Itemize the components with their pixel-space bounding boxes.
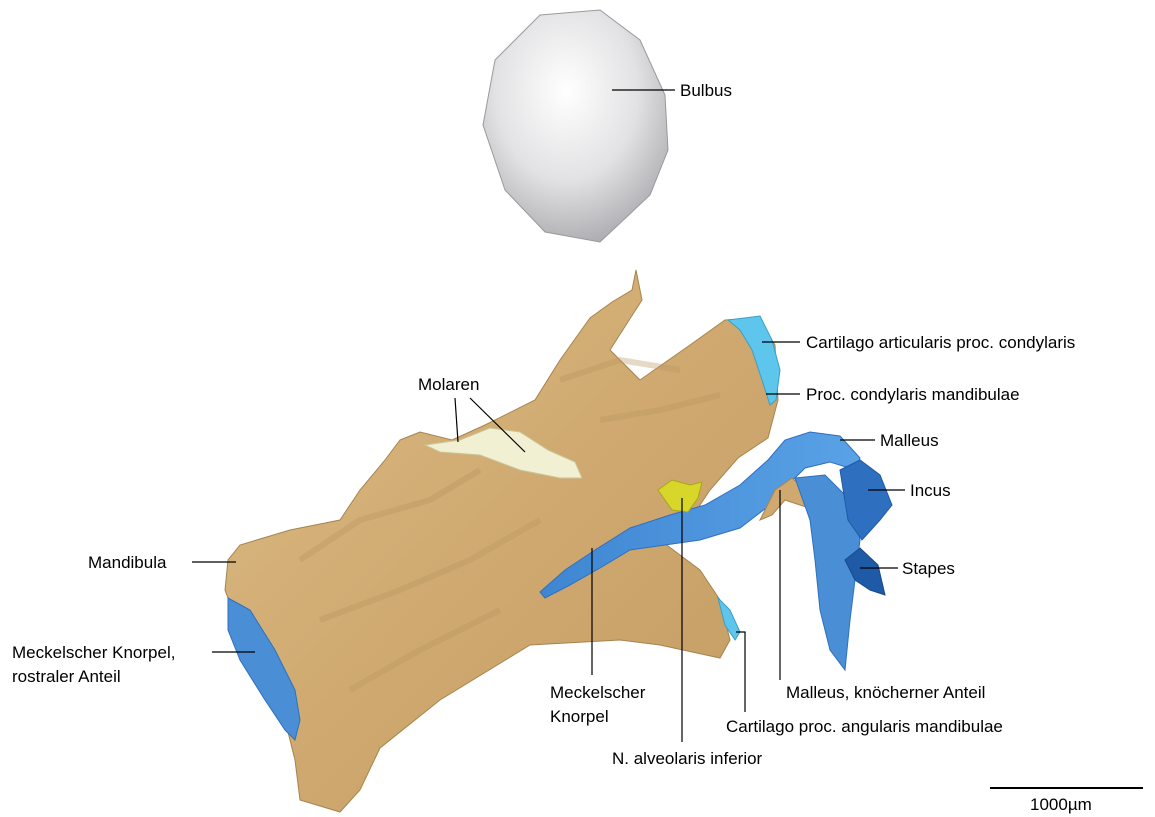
label-meckel-line2: Knorpel (550, 707, 609, 726)
label-mandibula: Mandibula (88, 553, 167, 572)
label-molaren: Molaren (418, 375, 479, 394)
scale-bar-label: 1000µm (1030, 795, 1092, 814)
label-cartilago-articularis: Cartilago articularis proc. condylaris (806, 333, 1075, 352)
label-stapes: Stapes (902, 559, 955, 578)
label-proc-condylaris: Proc. condylaris mandibulae (806, 385, 1020, 404)
label-malleus: Malleus (880, 431, 939, 450)
label-meckel-rostral-line2: rostraler Anteil (12, 667, 121, 686)
label-bulbus: Bulbus (680, 81, 732, 100)
label-n-alveolaris: N. alveolaris inferior (612, 749, 763, 768)
bulbus-shape (483, 10, 668, 242)
label-meckel-line1: Meckelscher (550, 683, 646, 702)
label-meckel-rostral-line1: Meckelscher Knorpel, (12, 643, 175, 662)
leader-molaren-a (455, 398, 458, 442)
label-incus: Incus (910, 481, 951, 500)
leader-cartilago-angularis (736, 632, 745, 712)
label-malleus-bony: Malleus, knöcherner Anteil (786, 683, 985, 702)
label-cartilago-angularis: Cartilago proc. angularis mandibulae (726, 717, 1003, 736)
